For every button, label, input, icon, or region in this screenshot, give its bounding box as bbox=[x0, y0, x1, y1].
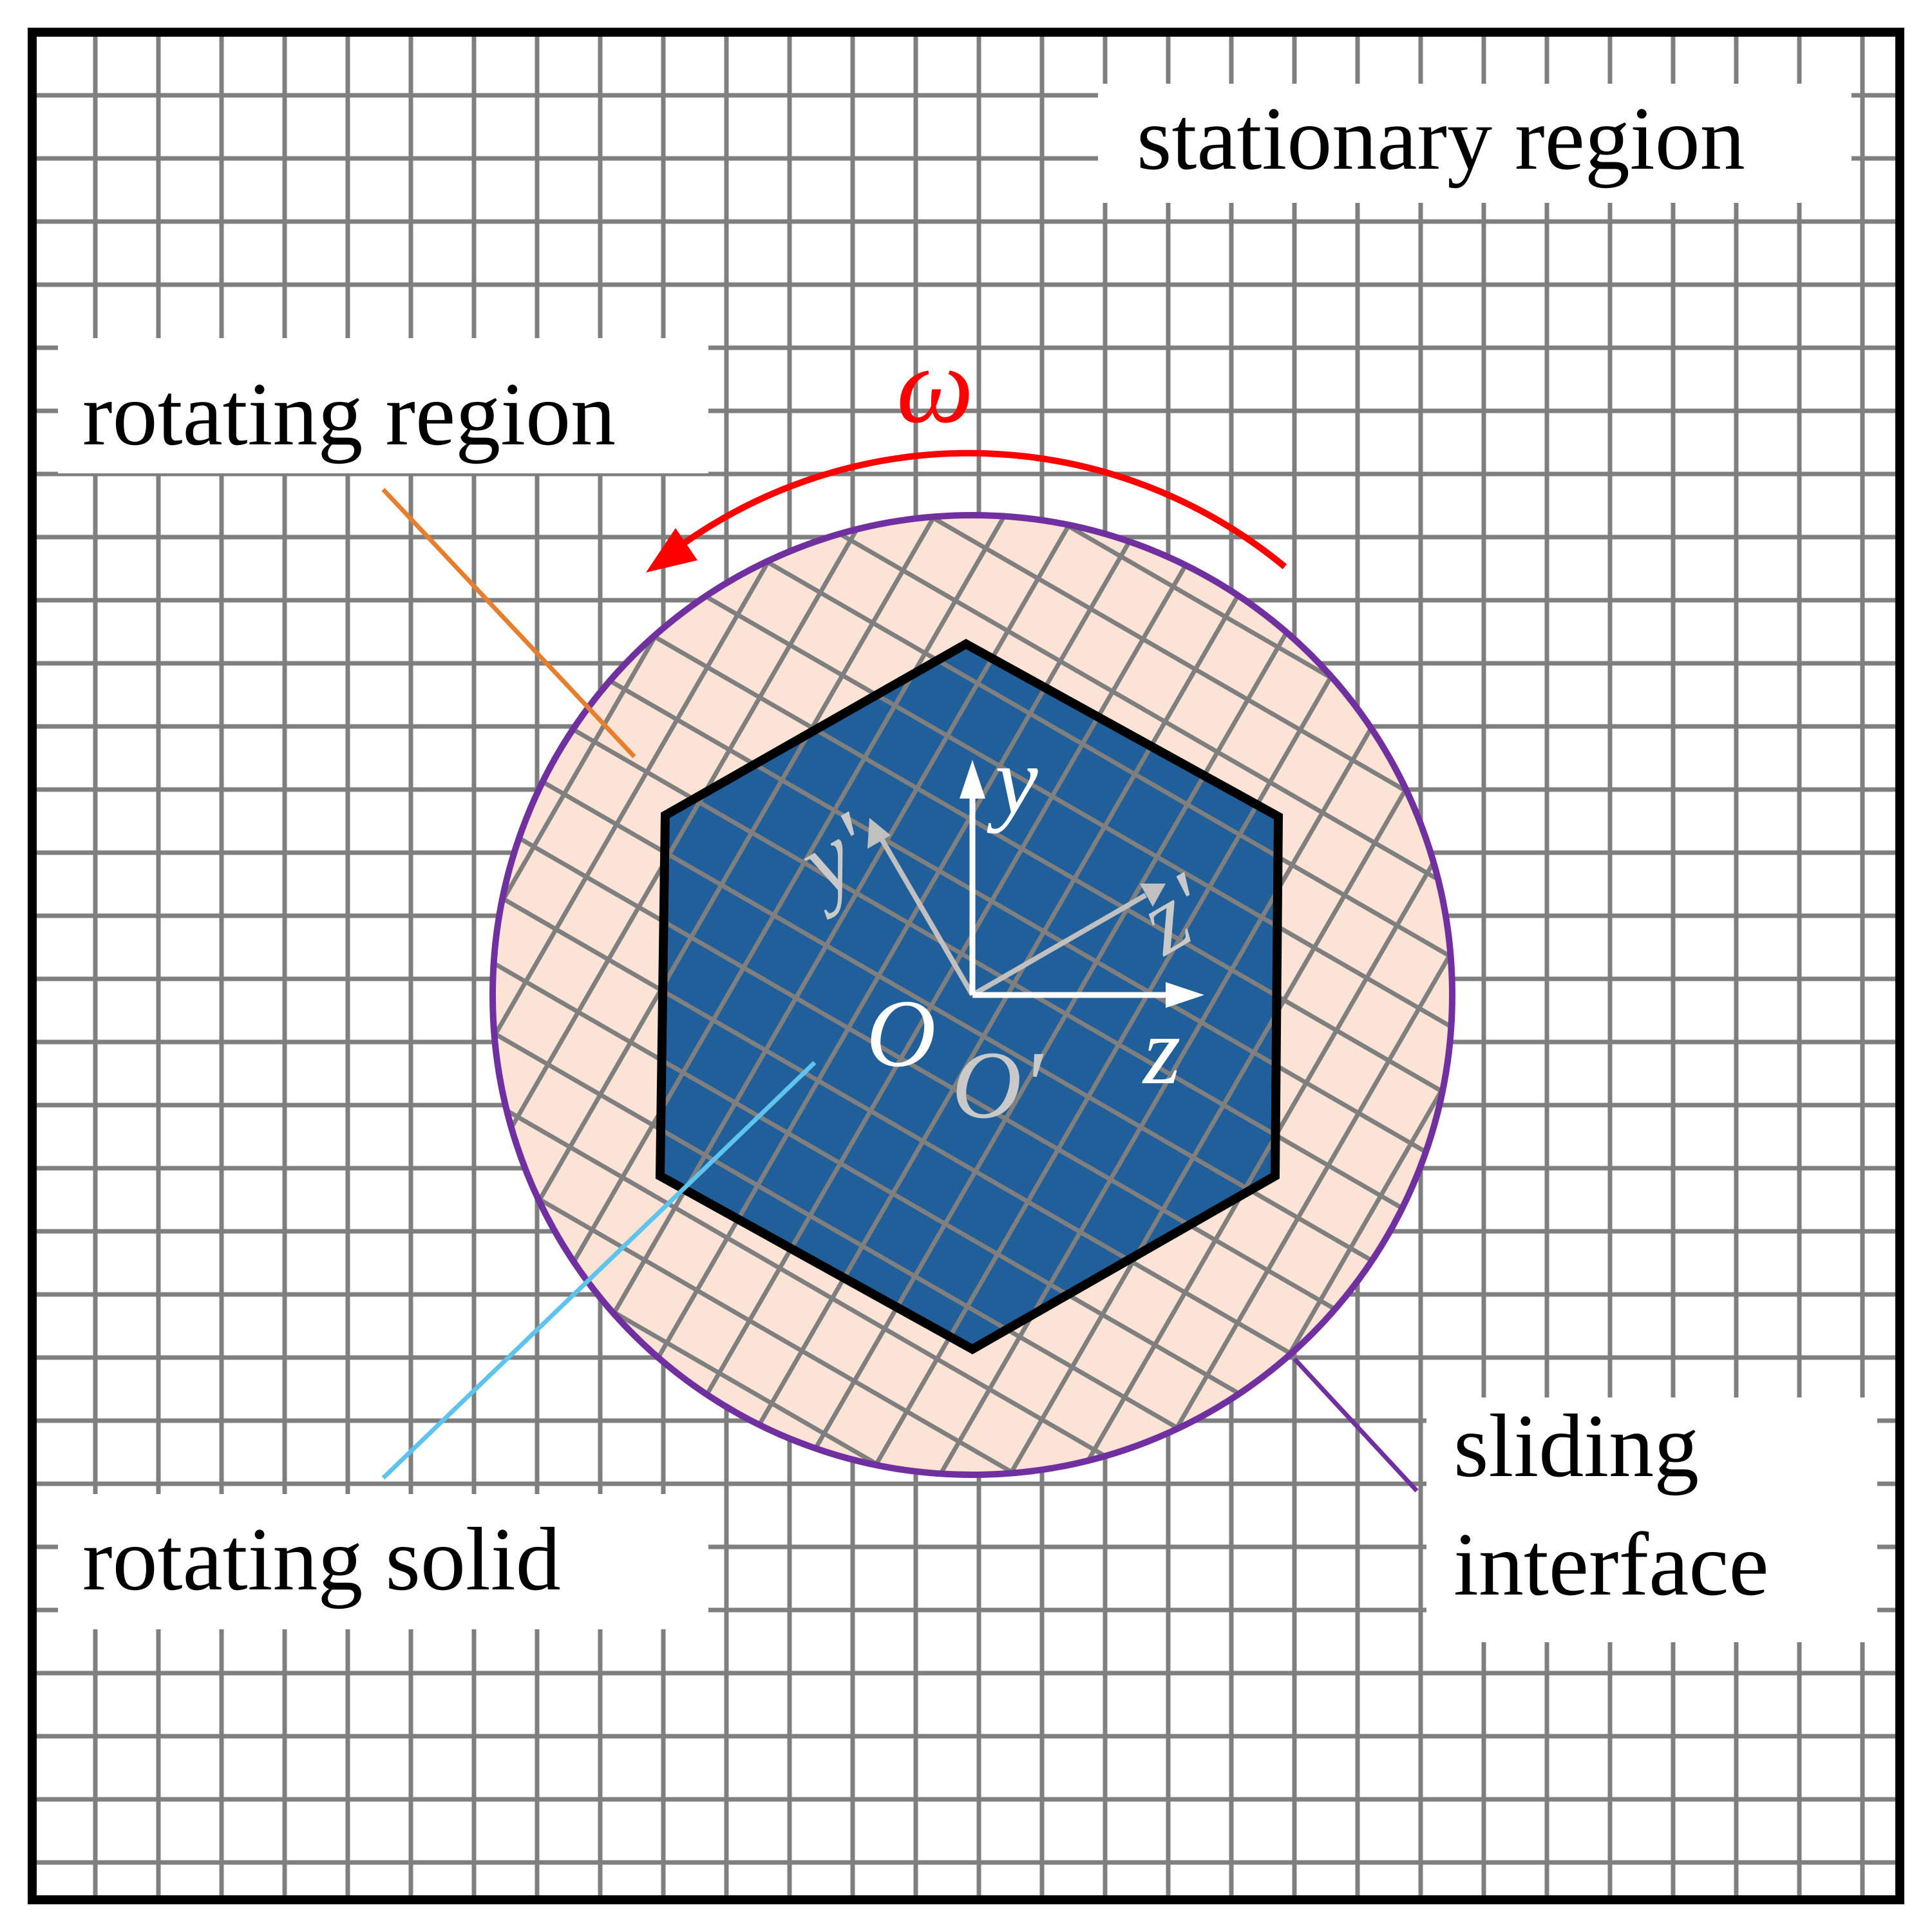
mesh-line bbox=[575, 520, 1452, 1104]
mesh-line bbox=[493, 1096, 1249, 1475]
mesh-line bbox=[493, 515, 923, 1302]
mesh-line bbox=[811, 567, 1396, 1475]
domain-frame bbox=[28, 28, 1904, 1904]
axis-y-label: y bbox=[987, 727, 1038, 834]
sliding-label-line2: interface bbox=[1454, 1515, 1769, 1615]
y-prime-arrowhead bbox=[867, 818, 891, 849]
mesh-line bbox=[493, 677, 1452, 1261]
mesh-line bbox=[1074, 719, 1452, 1475]
mesh-line bbox=[493, 515, 1028, 1362]
mesh-line bbox=[605, 515, 1452, 1051]
rotating-solid-leader bbox=[381, 1061, 817, 1480]
mesh-line bbox=[545, 572, 1452, 1156]
mesh-line bbox=[654, 515, 1238, 1475]
mesh-line bbox=[493, 729, 1452, 1313]
sliding-interface-circle bbox=[489, 512, 1455, 1478]
mesh-line bbox=[493, 1044, 1279, 1475]
sliding-interface-label-bg bbox=[1426, 1397, 1877, 1642]
mesh-line bbox=[493, 991, 1309, 1475]
rotating-region-label-bg bbox=[58, 338, 708, 473]
rotating-region-leader bbox=[381, 488, 636, 759]
mesh-line bbox=[493, 834, 1400, 1418]
mesh-line bbox=[969, 658, 1452, 1475]
mesh-line bbox=[916, 628, 1452, 1475]
omega-rotation-arrow bbox=[646, 450, 1287, 573]
stationary-label-bg bbox=[1098, 84, 1852, 203]
rotating-solid bbox=[660, 644, 1278, 1349]
mesh-line bbox=[493, 782, 1430, 1366]
rotating-solid-label-bg bbox=[58, 1494, 708, 1629]
stationary-region-label: stationary region bbox=[1137, 89, 1745, 189]
origin-prime-label: O' bbox=[952, 1032, 1044, 1139]
primary-axes bbox=[969, 792, 1172, 998]
mesh-line bbox=[493, 515, 871, 1271]
mesh-line bbox=[759, 537, 1343, 1475]
sliding-interface-leader bbox=[1293, 1357, 1419, 1493]
rotated-axes bbox=[876, 833, 1147, 998]
rotating-region-label: rotating region bbox=[82, 365, 616, 464]
mesh-line bbox=[497, 515, 1081, 1392]
axis-z-label: z bbox=[1142, 998, 1180, 1104]
mesh-line bbox=[666, 515, 1452, 946]
mesh-line bbox=[864, 598, 1448, 1475]
z-prime-arrowhead bbox=[1140, 884, 1166, 907]
mesh-line bbox=[493, 939, 1340, 1475]
mesh-line bbox=[636, 515, 1452, 999]
mesh-line bbox=[1021, 688, 1452, 1475]
mesh-line bbox=[601, 515, 1186, 1453]
z-arrowhead bbox=[1166, 982, 1204, 1008]
y-arrowhead bbox=[960, 760, 985, 799]
mesh-line bbox=[493, 886, 1370, 1470]
omega-label: ω bbox=[896, 325, 974, 446]
rotating-solid-label: rotating solid bbox=[82, 1510, 561, 1609]
solid-outline bbox=[655, 638, 1283, 1355]
origin-label: O bbox=[866, 980, 936, 1087]
mesh-line bbox=[549, 515, 1133, 1423]
mesh-line bbox=[515, 624, 1452, 1208]
sliding-label-line1: sliding bbox=[1454, 1396, 1699, 1496]
mesh-line bbox=[493, 515, 976, 1332]
mesh-line bbox=[696, 515, 1452, 894]
mesh-line bbox=[706, 515, 1291, 1475]
